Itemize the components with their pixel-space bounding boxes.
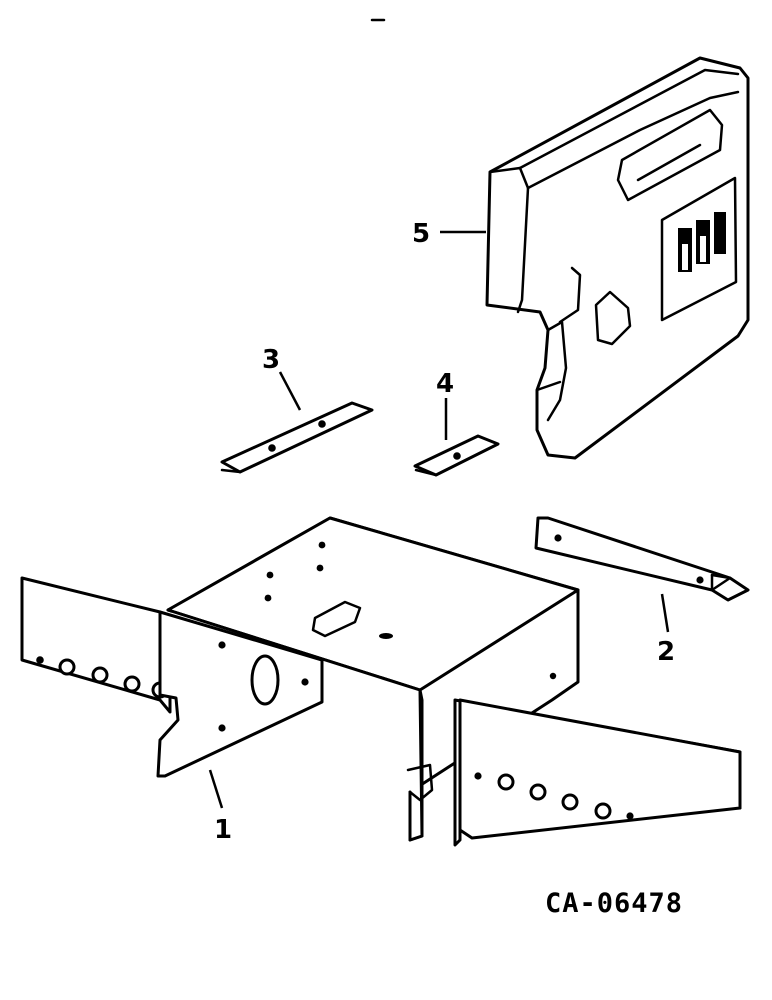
part-5-weight (485, 56, 750, 460)
right-side-plate (453, 698, 742, 847)
leader-part-2 (660, 593, 670, 633)
callout-part-3: 3 (262, 345, 280, 375)
left-side-plate (20, 576, 172, 714)
callout-part-5: 5 (412, 219, 430, 249)
part-4-plate (413, 434, 500, 477)
callout-part-1: 1 (214, 815, 232, 845)
leader-part-1 (208, 769, 224, 809)
ih-logo-icon (678, 212, 726, 272)
drawing-reference: CA-06478 (545, 888, 683, 919)
leader-part-3 (278, 371, 302, 411)
part-2-angle-bracket (534, 516, 750, 602)
part-3-plate (220, 401, 374, 474)
callout-part-2: 2 (657, 637, 675, 667)
part-1-frame (20, 516, 742, 847)
callout-part-4: 4 (436, 369, 454, 399)
